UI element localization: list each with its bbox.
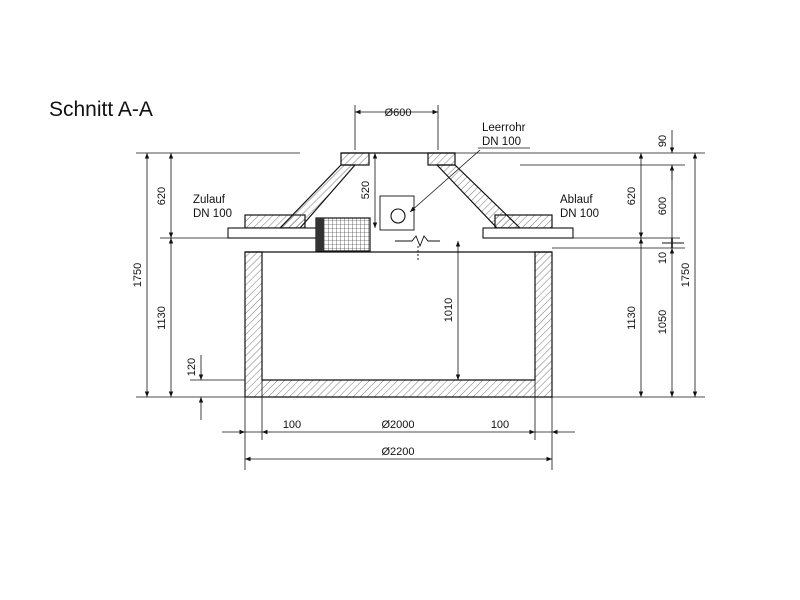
dim-right-gap: 10 — [657, 252, 669, 264]
zulauf-label-2: DN 100 — [193, 208, 232, 220]
dim-wall-right: 100 — [491, 419, 509, 431]
dim-opening-label: Ø600 — [385, 107, 412, 119]
dims-bottom: 100 Ø2000 100 Ø2200 — [222, 380, 575, 470]
dim-left-total: 1750 — [132, 263, 144, 287]
dim-inner-height: 1010 — [443, 241, 461, 380]
dim-right-inner: 1050 — [657, 310, 669, 334]
leerrohr-label-1: Leerrohr — [482, 122, 526, 134]
cone-right — [435, 164, 522, 229]
dim-right-top: 90 — [657, 135, 669, 147]
water-level — [395, 235, 440, 248]
tank-wall — [244, 251, 553, 398]
shaft-ring-left — [340, 152, 370, 166]
zulauf-label-1: Zulauf — [193, 194, 226, 206]
leerrohr-box — [379, 195, 415, 231]
dim-opening: Ø600 — [354, 105, 439, 150]
outlet-pipe — [482, 227, 574, 239]
dim-right-total: 1750 — [680, 263, 692, 287]
inlet-pipe — [227, 227, 319, 239]
ablauf-label-1: Ablauf — [560, 194, 593, 206]
dim-left-upper: 620 — [156, 187, 168, 205]
dim-right-upper: 620 — [626, 187, 638, 205]
dim-wall-left: 100 — [283, 419, 301, 431]
filter-basket — [315, 217, 371, 252]
pipes — [227, 195, 574, 262]
dim-base-thickness: 120 — [186, 358, 198, 376]
leerrohr-callout: Leerrohr DN 100 — [409, 122, 530, 213]
dim-right-cone: 600 — [657, 197, 669, 215]
dim-inner-diameter: Ø2000 — [381, 419, 414, 431]
tank-chamber — [261, 251, 536, 381]
dim-outer-diameter: Ø2200 — [381, 446, 414, 458]
dim-shaft-height: 520 — [360, 153, 378, 228]
tank-body — [244, 251, 553, 398]
dims-left: 1750 620 1130 120 — [132, 152, 300, 420]
dim-inner-height-label: 1010 — [443, 298, 455, 322]
leerrohr-label-2: DN 100 — [482, 136, 521, 148]
dims-right: 620 1130 90 600 10 1050 1750 — [455, 130, 705, 398]
leerrohr-pipe — [390, 208, 406, 224]
shaft-ring-right — [427, 152, 456, 166]
filter-cap — [316, 218, 324, 251]
dim-left-lower: 1130 — [156, 306, 168, 330]
dim-right-lower: 1130 — [626, 306, 638, 330]
drawing-title: Schnitt A-A — [49, 98, 153, 121]
ablauf-label-2: DN 100 — [560, 208, 599, 220]
dim-shaft-height-label: 520 — [360, 181, 372, 199]
